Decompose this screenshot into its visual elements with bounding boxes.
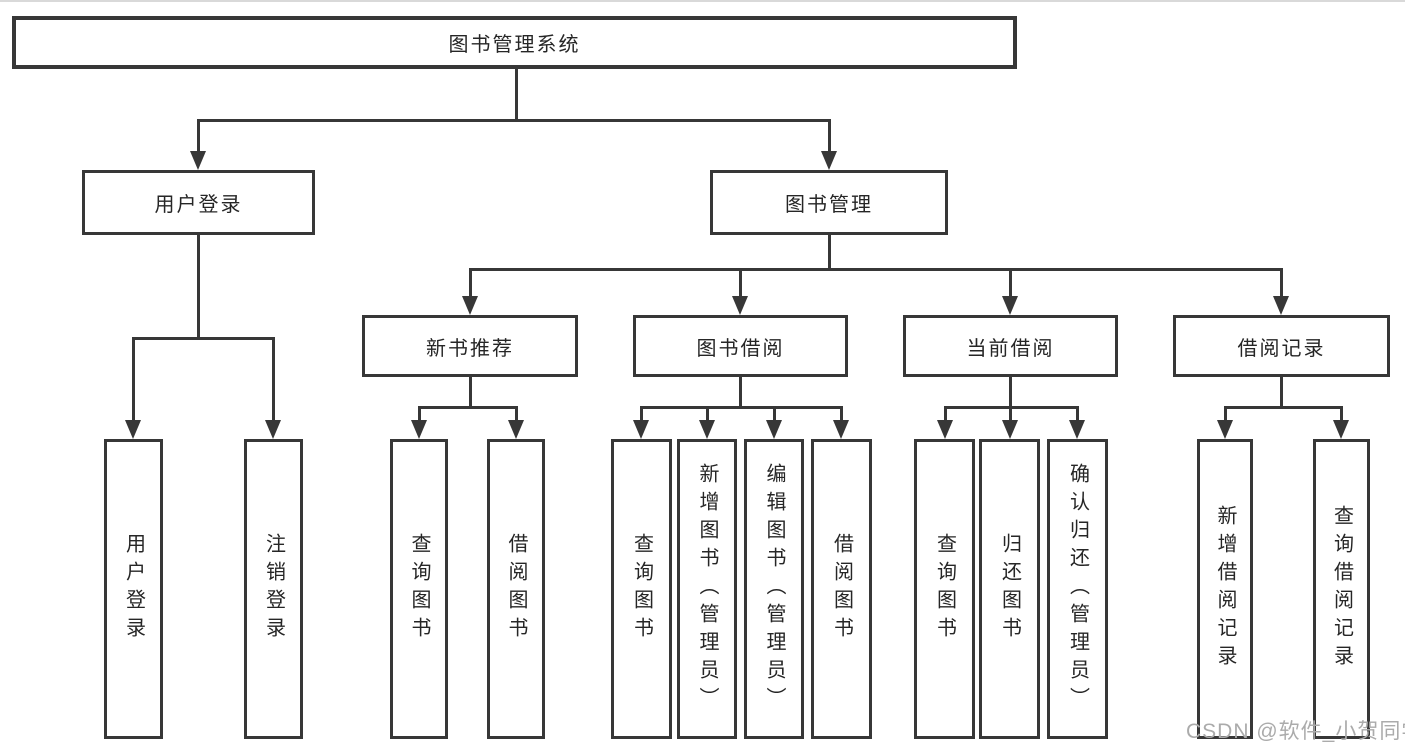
node-label-leaf-query-books-3: 查询图书 — [933, 533, 956, 645]
arrowhead-icon — [766, 420, 782, 439]
node-label-leaf-return-books: 归还图书 — [998, 533, 1021, 645]
connector-line — [132, 337, 275, 340]
connector-line — [739, 377, 742, 408]
node-leaf-add-borrow-record: 新增借阅记录 — [1197, 439, 1253, 739]
connector-line — [469, 377, 472, 408]
connector-line — [1340, 406, 1343, 421]
connector-line — [132, 337, 135, 421]
node-leaf-confirm-return: 确认归还（管理员） — [1047, 439, 1108, 739]
node-label-leaf-borrow-books-2: 借阅图书 — [830, 533, 853, 645]
connector-line — [272, 337, 275, 421]
connector-line — [1280, 377, 1283, 408]
node-label-leaf-borrow-books-1: 借阅图书 — [505, 533, 527, 645]
connector-line — [515, 68, 518, 121]
node-leaf-query-books-3: 查询图书 — [914, 439, 975, 739]
node-leaf-user-login: 用户登录 — [104, 439, 163, 739]
arrowhead-icon — [125, 420, 141, 439]
arrowhead-icon — [833, 420, 849, 439]
arrowhead-icon — [1069, 420, 1085, 439]
arrowhead-icon — [1002, 296, 1018, 315]
arrowhead-icon — [732, 296, 748, 315]
arrowhead-icon — [1217, 420, 1233, 439]
connector-line — [1076, 406, 1079, 421]
arrowhead-icon — [821, 151, 837, 170]
node-label-root: 图书管理系统 — [448, 34, 581, 56]
connector-line — [640, 406, 842, 409]
node-leaf-add-books: 新增图书（管理员） — [677, 439, 737, 739]
arrowhead-icon — [1273, 296, 1289, 315]
node-label-leaf-confirm-return: 确认归还（管理员） — [1066, 463, 1089, 715]
arrowhead-icon — [937, 420, 953, 439]
node-label-current-borrow: 当前借阅 — [966, 337, 1055, 360]
node-label-leaf-query-books-1: 查询图书 — [408, 533, 430, 645]
node-leaf-logout: 注销登录 — [244, 439, 303, 739]
connector-line — [1280, 268, 1283, 297]
node-leaf-borrow-books-2: 借阅图书 — [811, 439, 872, 739]
arrowhead-icon — [1002, 420, 1018, 439]
node-leaf-return-books: 归还图书 — [979, 439, 1040, 739]
connector-line — [418, 406, 421, 421]
node-current-borrow: 当前借阅 — [903, 315, 1118, 377]
connector-line — [828, 235, 831, 271]
node-label-user-login: 用户登录 — [154, 194, 243, 216]
node-label-leaf-add-borrow-record: 新增借阅记录 — [1214, 505, 1236, 673]
arrowhead-icon — [699, 420, 715, 439]
node-label-leaf-logout: 注销登录 — [262, 533, 285, 645]
connector-line — [828, 119, 831, 152]
node-book-mgmt: 图书管理 — [710, 170, 948, 235]
node-book-borrow: 图书借阅 — [633, 315, 848, 377]
node-user-login: 用户登录 — [82, 170, 315, 235]
connector-line — [1009, 377, 1012, 408]
node-label-leaf-edit-books: 编辑图书（管理员） — [763, 463, 785, 715]
connector-line — [197, 235, 200, 339]
connector-line — [1009, 406, 1012, 421]
node-label-book-borrow: 图书借阅 — [696, 337, 785, 360]
node-leaf-query-books-1: 查询图书 — [390, 439, 448, 739]
node-label-book-mgmt: 图书管理 — [785, 194, 873, 216]
node-root: 图书管理系统 — [12, 16, 1017, 69]
node-label-leaf-query-borrow-record: 查询借阅记录 — [1330, 505, 1353, 673]
node-leaf-edit-books: 编辑图书（管理员） — [744, 439, 804, 739]
arrowhead-icon — [1333, 420, 1349, 439]
node-label-leaf-query-books-2: 查询图书 — [630, 533, 653, 645]
connector-line — [197, 119, 831, 122]
arrowhead-icon — [411, 420, 427, 439]
connector-line — [418, 406, 518, 409]
connector-line — [706, 406, 709, 421]
node-label-leaf-user-login: 用户登录 — [122, 533, 145, 645]
node-leaf-query-borrow-record: 查询借阅记录 — [1313, 439, 1370, 739]
node-leaf-query-books-2: 查询图书 — [611, 439, 672, 739]
arrowhead-icon — [633, 420, 649, 439]
node-leaf-borrow-books-1: 借阅图书 — [487, 439, 545, 739]
connector-line — [944, 406, 947, 421]
connector-line — [1224, 406, 1227, 421]
arrowhead-icon — [508, 420, 524, 439]
node-new-books: 新书推荐 — [362, 315, 578, 377]
connector-line — [197, 119, 200, 152]
connector-line — [739, 268, 742, 297]
connector-line — [469, 268, 1283, 271]
connector-line — [1009, 268, 1012, 297]
connector-line — [773, 406, 776, 421]
node-label-leaf-add-books: 新增图书（管理员） — [696, 463, 718, 715]
arrowhead-icon — [190, 151, 206, 170]
connector-line — [840, 406, 843, 421]
connector-line — [640, 406, 643, 421]
csdn-watermark: CSDN @软件_小贺同学 — [1186, 720, 1405, 743]
node-label-borrow-records: 借阅记录 — [1237, 337, 1326, 360]
connector-line — [469, 268, 472, 297]
connector-line — [515, 406, 518, 421]
node-label-new-books: 新书推荐 — [426, 337, 514, 360]
arrowhead-icon — [265, 420, 281, 439]
connector-line — [1224, 406, 1343, 409]
arrowhead-icon — [462, 296, 478, 315]
node-borrow-records: 借阅记录 — [1173, 315, 1390, 377]
